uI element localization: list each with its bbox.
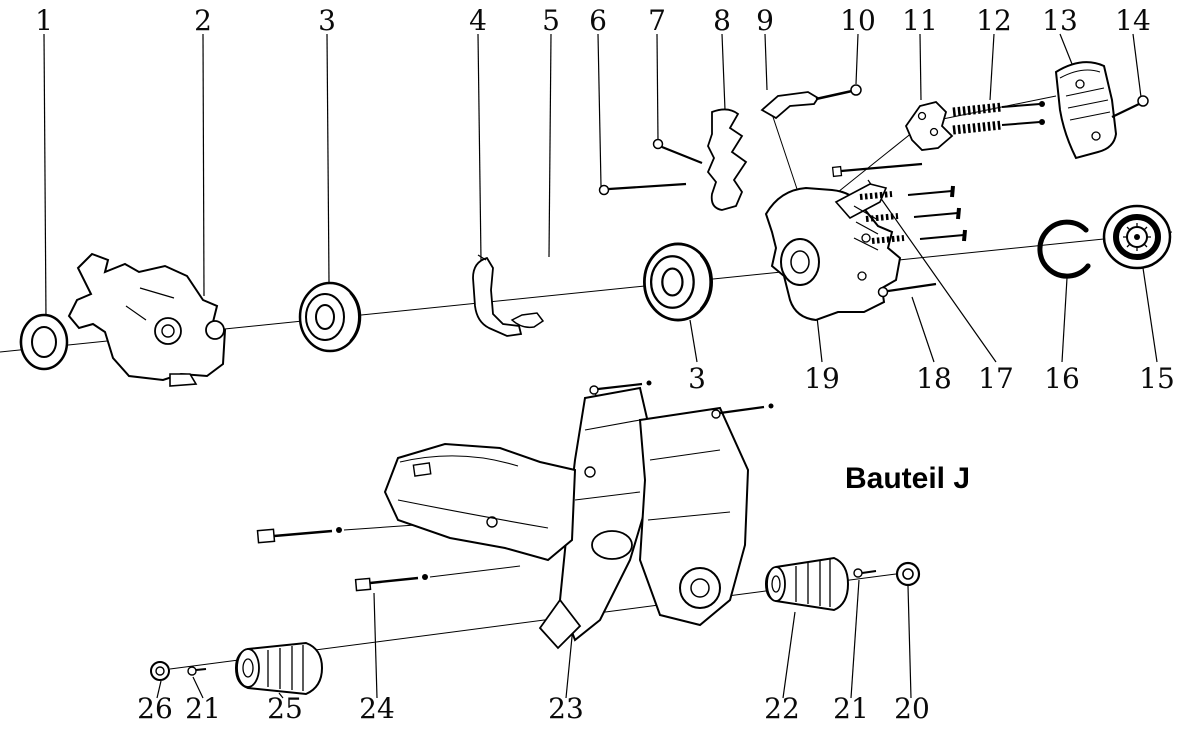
callout-18: 18 [916,362,952,395]
part-23-mount-bolt-right [711,403,774,419]
part-3-bearing-left [298,281,362,353]
part-25-rubber-mount [234,641,324,696]
part-14-screw [1111,95,1149,118]
callout-17: 17 [978,362,1014,395]
part-1-bushing [19,313,69,371]
callout-2: 2 [194,4,212,37]
callout-7: 7 [648,4,666,37]
callout-24: 24 [359,692,395,725]
callout-22: 22 [764,692,800,725]
callout-14: 14 [1115,4,1151,37]
figure-label-bauteil-j: Bauteil J [845,462,970,495]
part-12-spring-screws [952,101,1045,135]
callout-4: 4 [469,4,487,37]
part-8-latch-bracket [706,108,748,211]
part-18-bolt [877,282,937,298]
callout-3-top: 3 [318,4,336,37]
part-22-rubber-mount [764,556,850,612]
callout-23: 23 [548,692,584,725]
callout-9: 9 [756,4,774,37]
part-4-5-retainer-clip [472,254,545,337]
part-3-bearing-center [643,242,713,322]
part-23-mount-bolt-top [589,380,652,395]
part-21-washer-left [187,666,207,676]
callout-15: 15 [1139,362,1175,395]
part-6-screw [598,182,687,196]
callout-19: 19 [804,362,840,395]
part-21-bolt-right [853,568,877,578]
part-23-bracket [383,386,750,650]
part-19-gear-housing [764,183,902,322]
callout-6: 6 [589,4,607,37]
callout-16: 16 [1044,362,1080,395]
part-17-bolt-set [831,162,967,244]
callout-10: 10 [840,4,876,37]
callout-25: 25 [267,692,303,725]
callout-11: 11 [902,4,938,37]
part-13-cover-plate [1054,61,1118,160]
part-11-plate [904,101,954,151]
callout-20: 20 [894,692,930,725]
callout-21-right: 21 [833,692,869,725]
part-9-lever [760,91,820,120]
part-7-screw [652,138,703,165]
part-10-bolt [815,84,862,101]
callout-8: 8 [713,4,731,37]
callout-labels: 1 2 3 4 5 6 7 8 9 10 11 12 13 14 3 19 18… [35,4,1175,725]
callout-5: 5 [542,4,560,37]
part-26-nut [150,661,170,681]
callout-13: 13 [1042,4,1078,37]
part-20-nut [895,561,921,587]
part-23-mount-bolt-left [256,527,342,544]
part-15-bearing-pulley [1102,204,1172,270]
callout-26: 26 [137,692,173,725]
callout-1: 1 [35,4,53,37]
part-2-housing-casting [67,252,227,387]
callout-3-mid: 3 [688,362,706,395]
callout-12: 12 [976,4,1012,37]
part-24-bolt [354,574,428,592]
part-16-snap-ring [1037,219,1091,279]
callout-21-left: 21 [185,692,221,725]
